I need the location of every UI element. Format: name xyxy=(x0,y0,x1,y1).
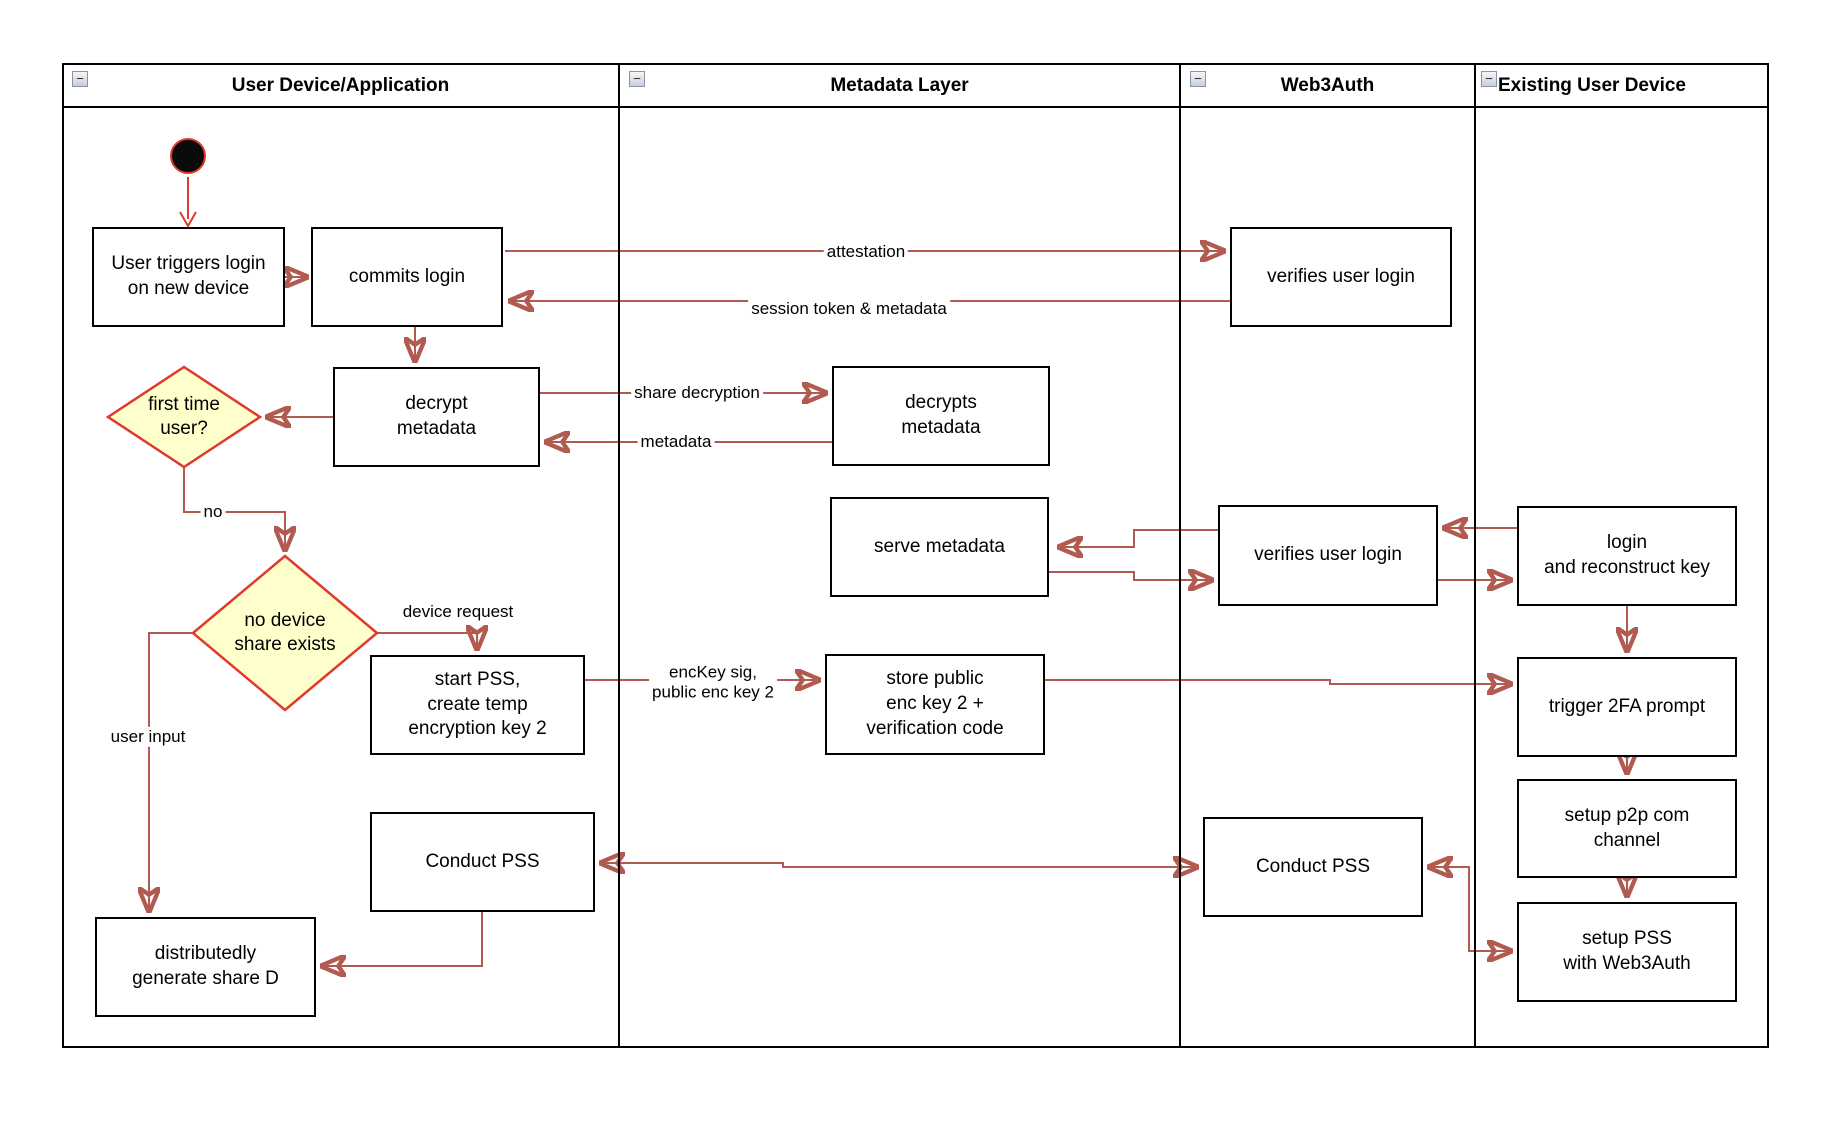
node-login-reconstruct-key[interactable]: login and reconstruct key xyxy=(1517,506,1737,606)
decision-first-time-user[interactable] xyxy=(105,365,263,469)
edge-device-request xyxy=(377,633,477,649)
edge-label-attestation: attestation xyxy=(823,241,909,263)
edge-conduct-pss-link xyxy=(601,863,1197,867)
lane-title-web3auth: Web3Auth xyxy=(1280,75,1375,96)
edge-conduct-to-generate xyxy=(322,912,483,966)
minimize-icon[interactable]: − xyxy=(629,71,645,87)
start-arrowhead-icon xyxy=(179,211,197,229)
node-setup-p2p[interactable]: setup p2p com channel xyxy=(1517,779,1737,878)
decision-label-no-device-share: no device share exists xyxy=(234,610,336,655)
node-decrypt-metadata[interactable]: decrypt metadata xyxy=(333,367,540,467)
lane-divider-3 xyxy=(1474,63,1476,1048)
edge-label-enckey: encKey sig, public enc key 2 xyxy=(649,662,777,704)
start-node[interactable] xyxy=(170,138,206,174)
edge-verifies-to-serve xyxy=(1059,529,1218,547)
minimize-icon[interactable]: − xyxy=(72,71,88,87)
node-serve-metadata[interactable]: serve metadata xyxy=(830,497,1049,597)
edge-serve-to-verifies xyxy=(1049,572,1212,580)
diagram-frame xyxy=(62,63,1769,1048)
node-generate-share-d[interactable]: distributedly generate share D xyxy=(95,917,316,1017)
edge-label-no: no xyxy=(200,501,226,523)
node-store-public-key[interactable]: store public enc key 2 + verification co… xyxy=(825,654,1045,755)
node-conduct-pss-w3a[interactable]: Conduct PSS xyxy=(1203,817,1423,917)
node-setup-pss-w3a[interactable]: setup PSS with Web3Auth xyxy=(1517,902,1737,1002)
minimize-icon[interactable]: − xyxy=(1190,71,1206,87)
edge-setuppss-conduct-link xyxy=(1429,867,1511,951)
edge-user-input xyxy=(149,632,193,911)
edge-label-user-input: user input xyxy=(107,726,189,748)
edge-label-share-decryption: share decryption xyxy=(631,382,763,404)
minimize-icon[interactable]: − xyxy=(1481,71,1497,87)
node-user-triggers-login[interactable]: User triggers login on new device xyxy=(92,227,285,327)
node-verifies-login-mid[interactable]: verifies user login xyxy=(1218,505,1438,606)
node-trigger-2fa[interactable]: trigger 2FA prompt xyxy=(1517,657,1737,757)
node-verifies-login-top[interactable]: verifies user login xyxy=(1230,227,1452,327)
lane-divider-1 xyxy=(618,63,620,1048)
header-divider xyxy=(62,106,1769,108)
decision-no-device-share[interactable] xyxy=(191,554,379,712)
lane-divider-2 xyxy=(1179,63,1181,1048)
node-decrypts-metadata[interactable]: decrypts metadata xyxy=(832,366,1050,466)
node-start-pss[interactable]: start PSS, create temp encryption key 2 xyxy=(370,655,585,755)
lane-title-metadata-layer: Metadata Layer xyxy=(830,75,969,96)
edge-label-device-request: device request xyxy=(399,601,517,623)
node-commits-login[interactable]: commits login xyxy=(311,227,503,327)
lane-title-existing-device: Existing User Device xyxy=(1498,75,1686,96)
decision-label-first-time: first time user? xyxy=(148,394,220,439)
edge-no-branch xyxy=(183,467,285,550)
lane-title-user-device: User Device/Application xyxy=(231,75,450,96)
node-conduct-pss-app[interactable]: Conduct PSS xyxy=(370,812,595,912)
edge-store-to-2fa xyxy=(1045,680,1511,684)
edge-label-metadata: metadata xyxy=(637,431,715,453)
edge-label-session-token: session token & metadata xyxy=(748,298,950,320)
